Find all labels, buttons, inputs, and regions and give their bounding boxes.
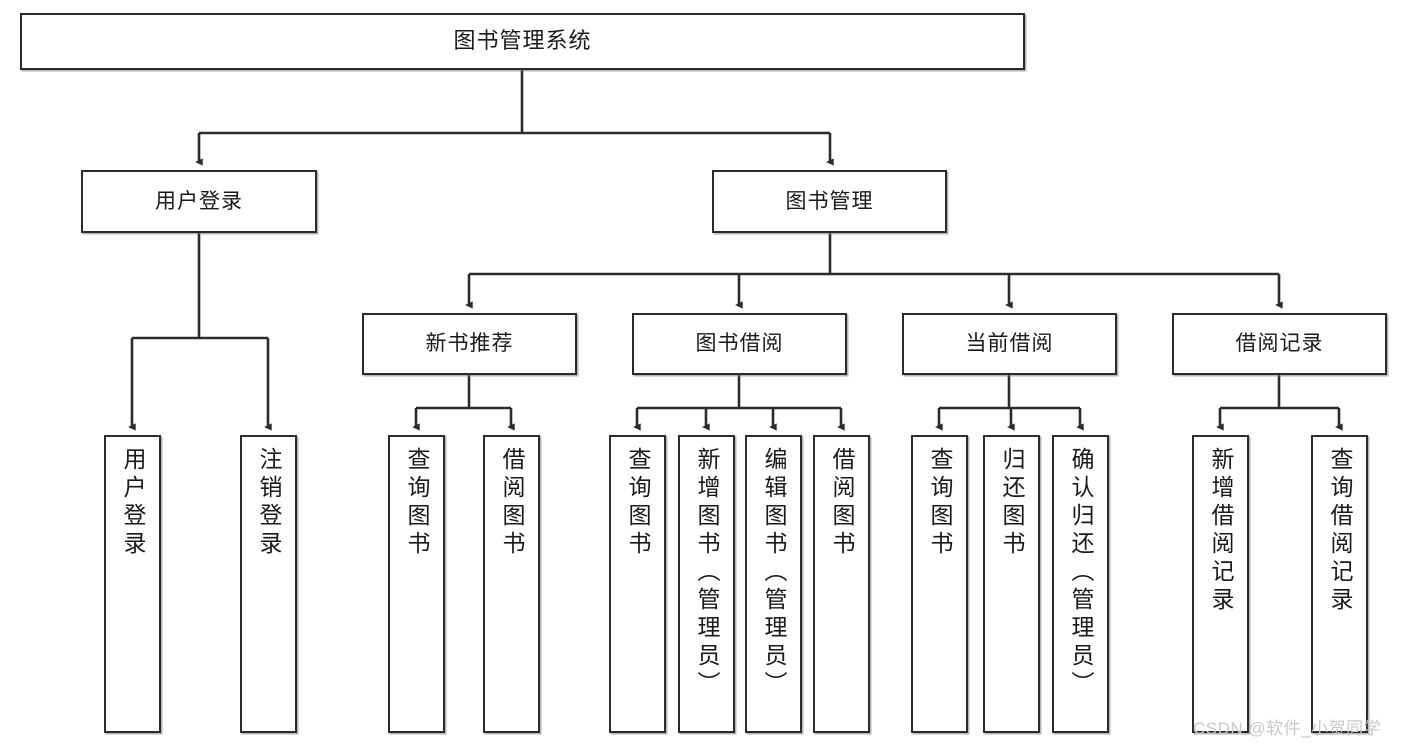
node-label: 借阅图书 [499,447,525,559]
node-label: 新增图书（管理员） [694,447,720,699]
node-leaf-confirm-return[interactable]: 确认归还（管理员） [1052,435,1109,733]
node-label: 确认归还（管理员） [1068,447,1094,699]
node-leaf-add-book[interactable]: 新增图书（管理员） [678,435,735,733]
node-label: 归还图书 [999,447,1025,559]
node-leaf-query-book-1[interactable]: 查询图书 [388,435,445,733]
node-label: 编辑图书（管理员） [761,447,787,699]
node-label: 新增借阅记录 [1208,447,1234,615]
csdn-watermark: CSDN @软件_小贺同学 [1193,719,1382,738]
node-label: 当前借阅 [965,332,1054,356]
node-label: 借阅图书 [829,447,855,559]
node-leaf-edit-book[interactable]: 编辑图书（管理员） [745,435,802,733]
node-user-login[interactable]: 用户登录 [81,170,317,233]
node-current-borrow[interactable]: 当前借阅 [902,313,1117,375]
node-leaf-query-book-2[interactable]: 查询图书 [609,435,666,733]
node-label: 图书管理系统 [453,28,592,54]
node-leaf-add-record[interactable]: 新增借阅记录 [1192,435,1249,733]
node-book-management-system[interactable]: 图书管理系统 [20,13,1025,70]
node-label: 用户登录 [155,189,243,213]
node-label: 查询图书 [927,447,953,559]
node-label: 查询图书 [625,447,651,559]
node-leaf-logout[interactable]: 注销登录 [240,435,297,733]
node-leaf-query-book-3[interactable]: 查询图书 [911,435,968,733]
node-borrow-record[interactable]: 借阅记录 [1172,313,1387,375]
node-leaf-return-book[interactable]: 归还图书 [983,435,1040,733]
node-label: 借阅记录 [1235,332,1324,356]
node-label: 注销登录 [256,447,282,559]
node-leaf-borrow-book-1[interactable]: 借阅图书 [483,435,540,733]
node-leaf-query-record[interactable]: 查询借阅记录 [1311,435,1368,733]
node-leaf-borrow-book-2[interactable]: 借阅图书 [813,435,870,733]
node-new-book-recommend[interactable]: 新书推荐 [362,313,577,375]
node-book-management[interactable]: 图书管理 [712,170,947,233]
node-leaf-user-login[interactable]: 用户登录 [104,435,161,733]
node-label: 图书管理 [785,189,874,213]
node-book-borrow[interactable]: 图书借阅 [632,313,847,375]
node-label: 新书推荐 [425,332,514,356]
node-label: 查询图书 [404,447,430,559]
node-label: 图书借阅 [695,332,784,356]
node-label: 查询借阅记录 [1327,447,1353,615]
node-label: 用户登录 [120,447,146,559]
